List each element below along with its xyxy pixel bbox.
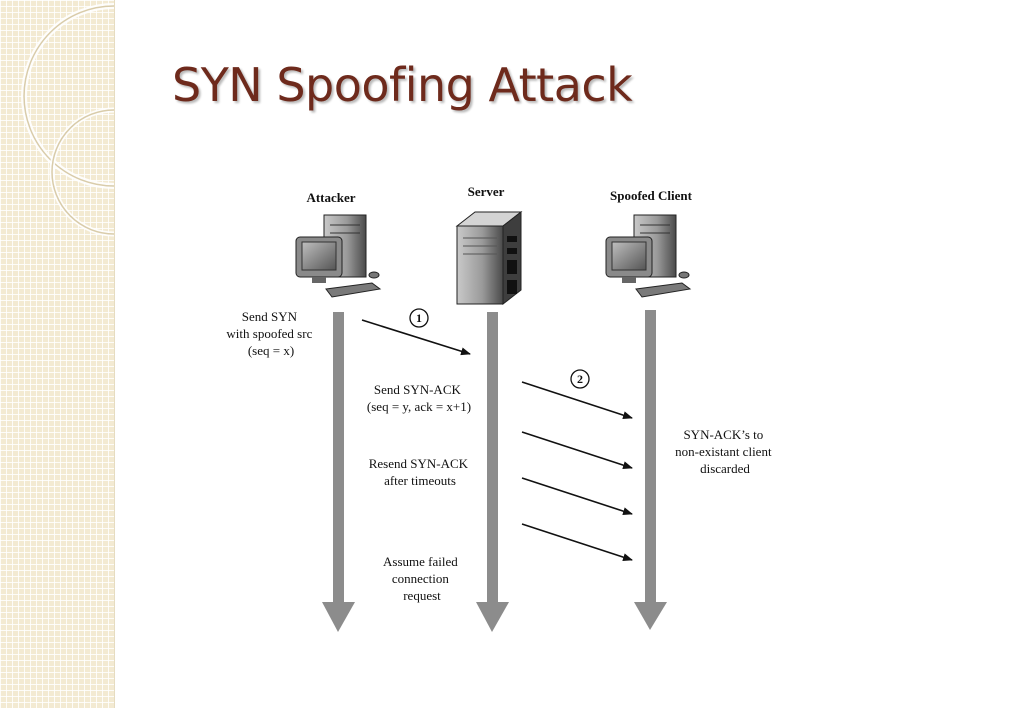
slide-title: SYN Spoofing Attack (172, 58, 633, 112)
step-2-marker: 2 (570, 369, 590, 389)
svg-text:1: 1 (416, 311, 422, 325)
note-send-syn: Send SYN with spoofed src (seq = x) (226, 309, 315, 358)
lifeline-attacker (322, 312, 355, 632)
synack-resend-arrow (521, 523, 633, 562)
step-1-marker: 1 (409, 308, 429, 328)
synack-resend-arrow (521, 431, 633, 470)
svg-text:2: 2 (577, 372, 583, 386)
server-tower-icon (455, 210, 523, 306)
lifeline-server (476, 312, 509, 632)
decorative-rings (21, 3, 114, 237)
lifeline-client (634, 310, 667, 630)
actor-server-label: Server (468, 184, 505, 199)
note-resend: Resend SYN-ACK after timeouts (369, 456, 472, 488)
actor-client-label: Spoofed Client (610, 188, 693, 203)
synack-message-arrow (521, 381, 633, 420)
note-assume-failed: Assume failed connection request (383, 554, 461, 603)
actor-attacker-label: Attacker (306, 190, 355, 205)
attacker-computer-icon (295, 214, 382, 298)
decorative-sidebar (0, 0, 115, 708)
synack-resend-arrow (521, 477, 633, 516)
note-send-synack: Send SYN-ACK (seq = y, ack = x+1) (367, 382, 471, 414)
note-discarded: SYN-ACK’s to non-existant client discard… (675, 427, 775, 476)
syn-message-arrow (361, 319, 471, 356)
spoofed-client-computer-icon (605, 214, 692, 298)
